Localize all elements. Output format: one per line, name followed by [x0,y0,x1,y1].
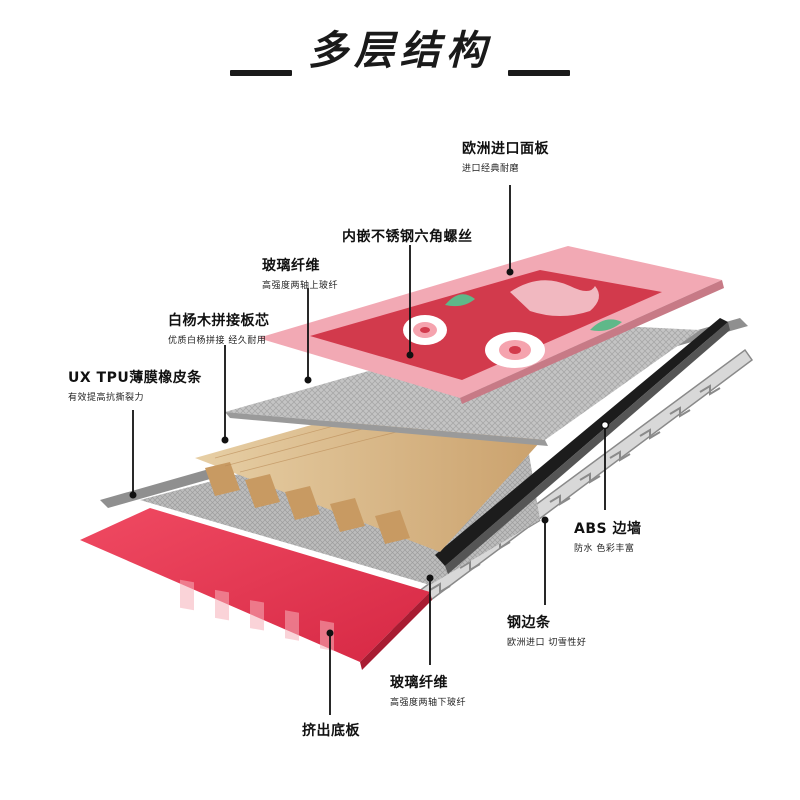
label-steel-edge: 钢边条 欧洲进口 切雪性好 [507,612,586,648]
label-sub: 进口经典耐磨 [462,164,520,174]
label-title: 内嵌不锈钢六角螺丝 [342,229,473,245]
label-stainless-screw: 内嵌不锈钢六角螺丝 [342,226,473,246]
label-abs-sidewall: ABS 边墙 防水 色彩丰富 [574,518,641,554]
label-title: 欧洲进口面板 [462,141,549,157]
label-sub: 欧洲进口 切雪性好 [507,638,587,648]
leader-lines [132,185,606,715]
extruded-base-layer [80,508,432,670]
label-fiberglass-bottom: 玻璃纤维 高强度两轴下玻纤 [390,672,466,708]
label-sub: 优质白杨拼接 经久耐用 [168,336,267,346]
label-title: UX TPU薄膜橡皮条 [68,370,202,386]
label-euro-panel: 欧洲进口面板 进口经典耐磨 [462,138,549,174]
label-title: 钢边条 [507,615,551,631]
title-bar-right [508,70,570,76]
leader-dots [129,268,610,637]
label-sub: 防水 色彩丰富 [574,544,635,554]
title-bar-left [230,70,292,76]
title-wrap: 多层结构 [0,18,800,76]
page-title: 多层结构 [308,28,492,74]
label-sub: 有效提高抗撕裂力 [68,393,145,403]
label-sub: 高强度两轴上玻纤 [262,281,339,291]
label-title: 白杨木拼接板芯 [168,313,270,329]
label-tpu-strip: UX TPU薄膜橡皮条 有效提高抗撕裂力 [68,367,202,403]
abs-sidewall-strip [435,318,730,574]
label-title: 玻璃纤维 [262,258,320,274]
label-fiberglass-top: 玻璃纤维 高强度两轴上玻纤 [262,255,338,291]
label-extruded-base: 挤出底板 [302,720,360,740]
label-title: 挤出底板 [302,723,360,739]
label-title: ABS 边墙 [574,521,642,537]
euro-panel-layer [258,246,724,404]
label-poplar-core: 白杨木拼接板芯 优质白杨拼接 经久耐用 [168,310,270,346]
label-title: 玻璃纤维 [390,675,448,691]
label-sub: 高强度两轴下玻纤 [390,698,467,708]
